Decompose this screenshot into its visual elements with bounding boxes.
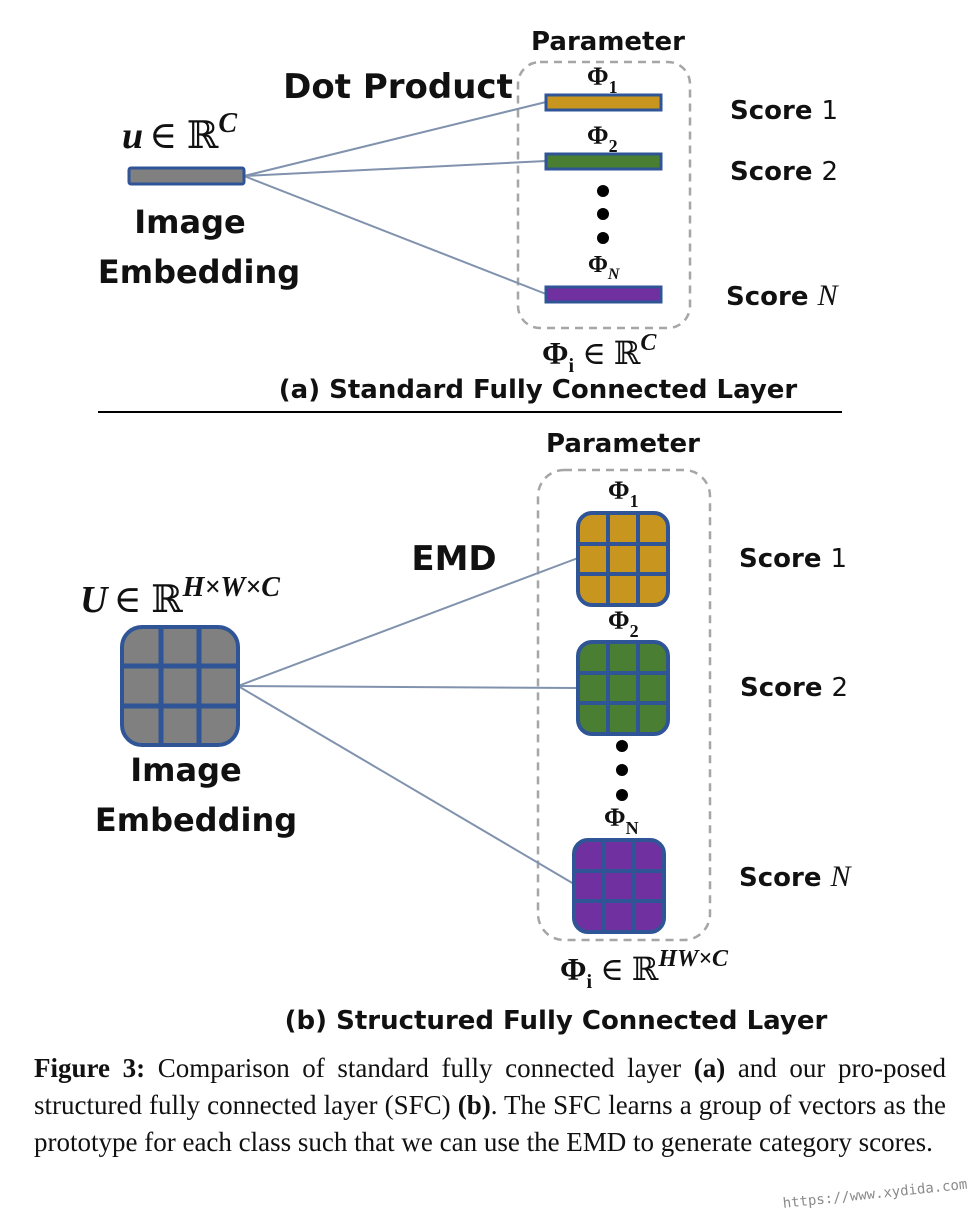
panel-a-connector-1 xyxy=(243,101,547,177)
panel-a-title: (a) Standard Fully Connected Layer xyxy=(279,375,798,405)
panel-a-score-1: Score 1 xyxy=(730,96,838,126)
panel-a-parameter-box xyxy=(516,60,692,330)
panel-a-phi-1: Φ1 xyxy=(587,62,618,97)
panel-b-phi-n: ΦN xyxy=(604,803,639,838)
panel-a-param-space: Φi ∈ ℝC xyxy=(542,330,657,377)
panel-a-score-n: Score N xyxy=(726,279,840,312)
panel-b-parameter-box xyxy=(536,468,712,942)
panel-a-embedding-space: u∈ ℝC xyxy=(122,108,237,157)
panel-b: Parameter EMD U∈ ℝH×W×C Image Embedding … xyxy=(80,429,853,1036)
caption-ref-b: (b) xyxy=(457,1090,491,1120)
panel-a-param-vector-2 xyxy=(544,152,663,171)
panel-a-ellipsis xyxy=(597,185,609,244)
caption-part-3: . The SFC learns a group of vectors as t… xyxy=(34,1090,946,1157)
watermark: https://www.xydida.com xyxy=(782,1176,969,1212)
panel-b-embedding-grid xyxy=(120,625,240,747)
panel-a-op-label: Dot Product xyxy=(283,67,513,107)
panel-b-phi-1: Φ1 xyxy=(608,476,639,511)
panel-a-score-2: Score 2 xyxy=(730,157,838,187)
panel-b-param-grid-n xyxy=(572,838,666,934)
panel-b-score-n: Score N xyxy=(739,860,853,893)
panel-a-phi-n: ΦN xyxy=(588,252,621,283)
caption-part-1: Comparison of standard fully connected l… xyxy=(145,1053,694,1083)
panel-b-param-space: Φi ∈ ℝHW×C xyxy=(560,946,729,993)
caption-part-2: and our pro-posed structured fully conne… xyxy=(34,1053,946,1120)
figure-caption: Figure 3: Comparison of standard fully c… xyxy=(34,1050,946,1161)
panel-b-parameter-label: Parameter xyxy=(546,429,700,459)
panel-b-connector-n xyxy=(237,685,575,885)
panel-b-connector-1 xyxy=(237,557,579,687)
panel-b-title: (b) Structured Fully Connected Layer xyxy=(285,1006,828,1036)
panel-b-connector-2 xyxy=(237,685,579,689)
panel-a-embedding-label-2: Embedding xyxy=(98,253,300,291)
panel-b-op-label: EMD xyxy=(411,539,496,579)
panel-a-parameter-label: Parameter xyxy=(531,27,685,57)
panel-a-param-vector-n xyxy=(544,285,663,304)
panel-b-phi-2: Φ2 xyxy=(608,606,639,641)
panel-a-param-vector-1 xyxy=(544,93,663,112)
panel-a: Parameter Dot Product u∈ ℝC Image Embedd… xyxy=(98,27,840,405)
caption-lead: Figure 3: xyxy=(34,1053,146,1083)
panel-b-param-grid-1 xyxy=(576,511,670,607)
panel-b-embedding-label-1: Image xyxy=(130,751,241,789)
panel-a-connector-2 xyxy=(243,160,547,177)
panel-b-score-2: Score 2 xyxy=(740,673,848,703)
caption-ref-a: (a) xyxy=(693,1053,726,1083)
panel-a-embedding-vector xyxy=(127,166,246,186)
panel-b-ellipsis xyxy=(616,740,628,801)
panel-a-connector-n xyxy=(243,175,547,295)
panel-a-phi-2: Φ2 xyxy=(587,121,618,156)
panel-a-embedding-label-1: Image xyxy=(134,203,245,241)
panel-b-param-grid-2 xyxy=(576,640,670,736)
panel-b-score-1: Score 1 xyxy=(739,544,847,574)
panel-b-embedding-label-2: Embedding xyxy=(95,801,297,839)
panel-b-embedding-space: U∈ ℝH×W×C xyxy=(80,572,280,621)
figure-canvas: Parameter Dot Product u∈ ℝC Image Embedd… xyxy=(80,27,853,1036)
